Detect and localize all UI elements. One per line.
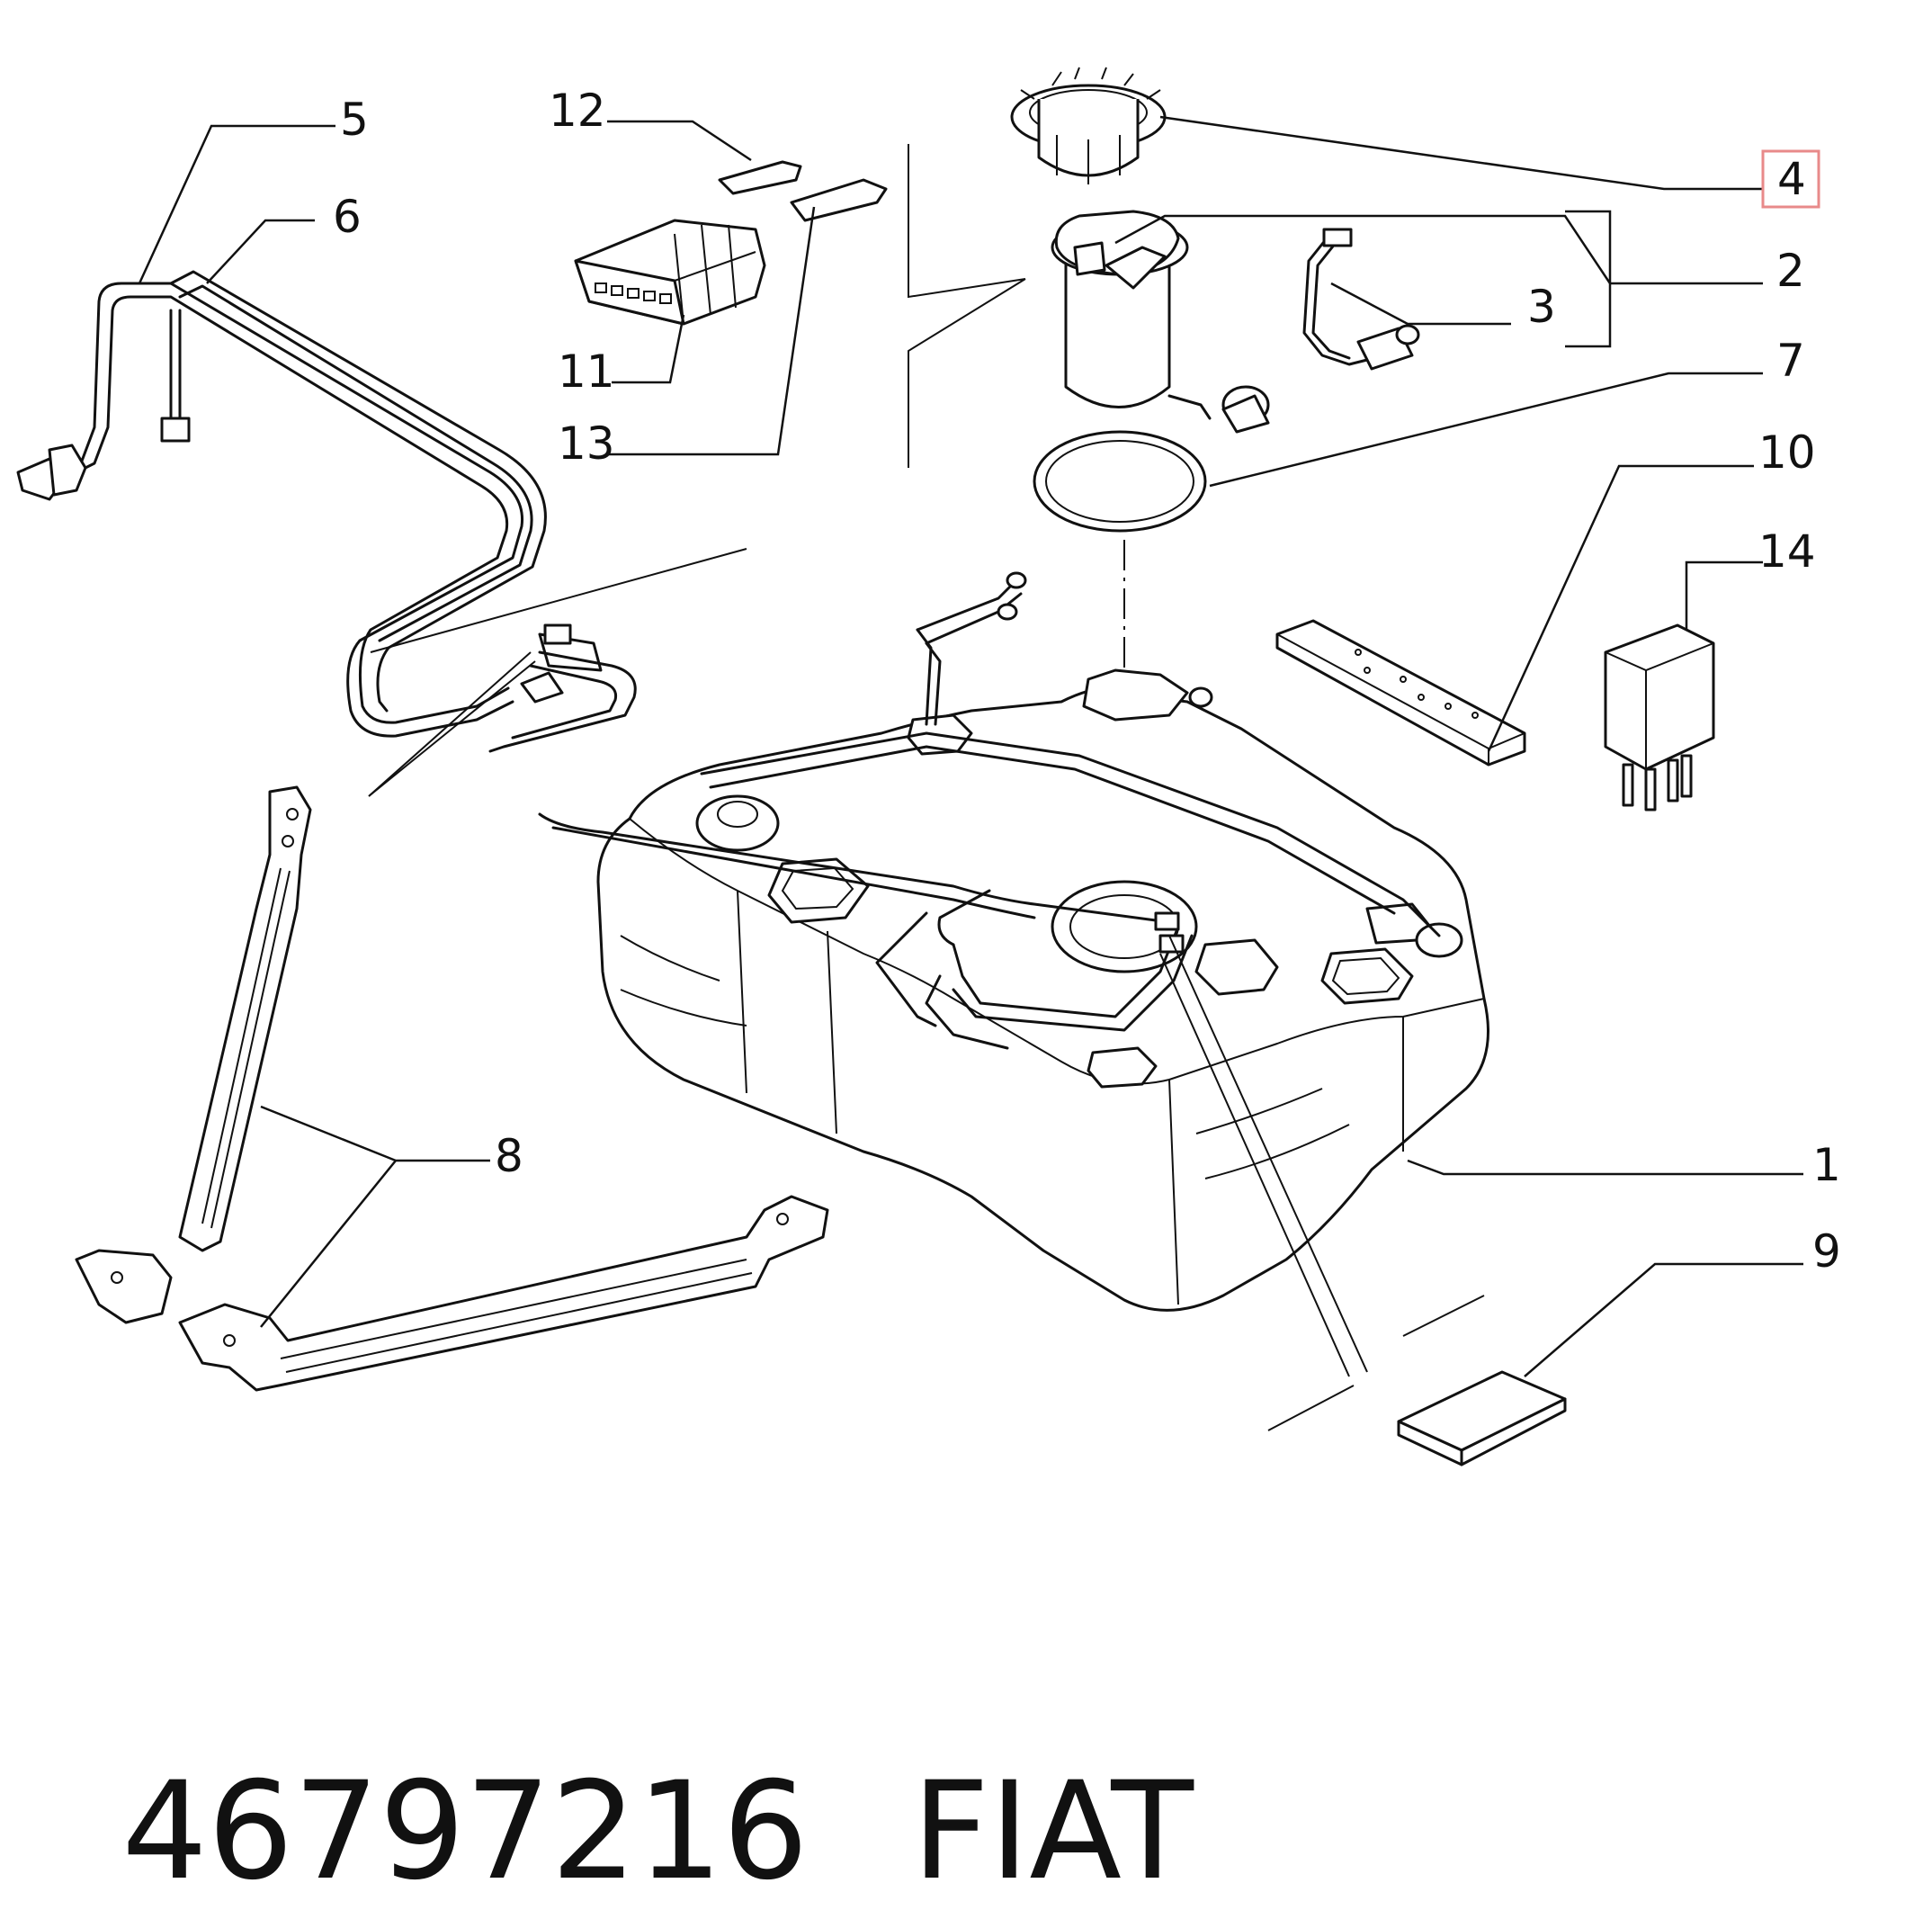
electrical-connector-group: [574, 160, 888, 326]
part-number: 46797216: [121, 1753, 809, 1910]
callout-14: 14: [1758, 525, 1816, 578]
callout-2: 2: [1776, 245, 1805, 297]
fuel-pump-lock-ring: [1010, 67, 1167, 184]
callout-10: 10: [1758, 426, 1816, 479]
fuel-level-sender: [1302, 228, 1420, 371]
callout-labels: 1 2 3 4 5 6 7 8 9 10 11 12 13 14: [333, 85, 1841, 1278]
highlight-box: [1761, 149, 1820, 209]
callout-leader-lines: [138, 115, 1820, 1377]
callout-13: 13: [558, 417, 615, 470]
callout-3: 3: [1527, 281, 1556, 333]
exploded-parts-diagram: 1 2 3 4 5 6 7 8 9 10 11 12 13 14: [16, 67, 1841, 1466]
insulation-strip: [1275, 619, 1526, 767]
callout-8: 8: [495, 1130, 523, 1182]
callout-7: 7: [1776, 335, 1805, 387]
callout-4: 4: [1777, 153, 1806, 205]
callout-1: 1: [1812, 1139, 1841, 1191]
fuel-pump-module: [1051, 210, 1270, 434]
tank-support-straps: [75, 785, 829, 1392]
fuel-tank: [538, 571, 1489, 1312]
callout-9: 9: [1812, 1225, 1841, 1278]
pump-seal-ring: [1033, 430, 1207, 913]
callout-5: 5: [340, 94, 369, 146]
fuel-pump-relay: [1604, 623, 1715, 812]
callout-6: 6: [333, 191, 362, 243]
brand-name: FIAT: [911, 1753, 1194, 1910]
tank-pad: [1397, 1370, 1567, 1466]
fuel-lines-assembly: [16, 270, 747, 797]
callout-12: 12: [549, 85, 606, 137]
footer-caption: 46797216 FIAT: [36, 1597, 1194, 1910]
group-marker-lines: [908, 144, 1485, 1431]
callout-11: 11: [558, 345, 615, 398]
